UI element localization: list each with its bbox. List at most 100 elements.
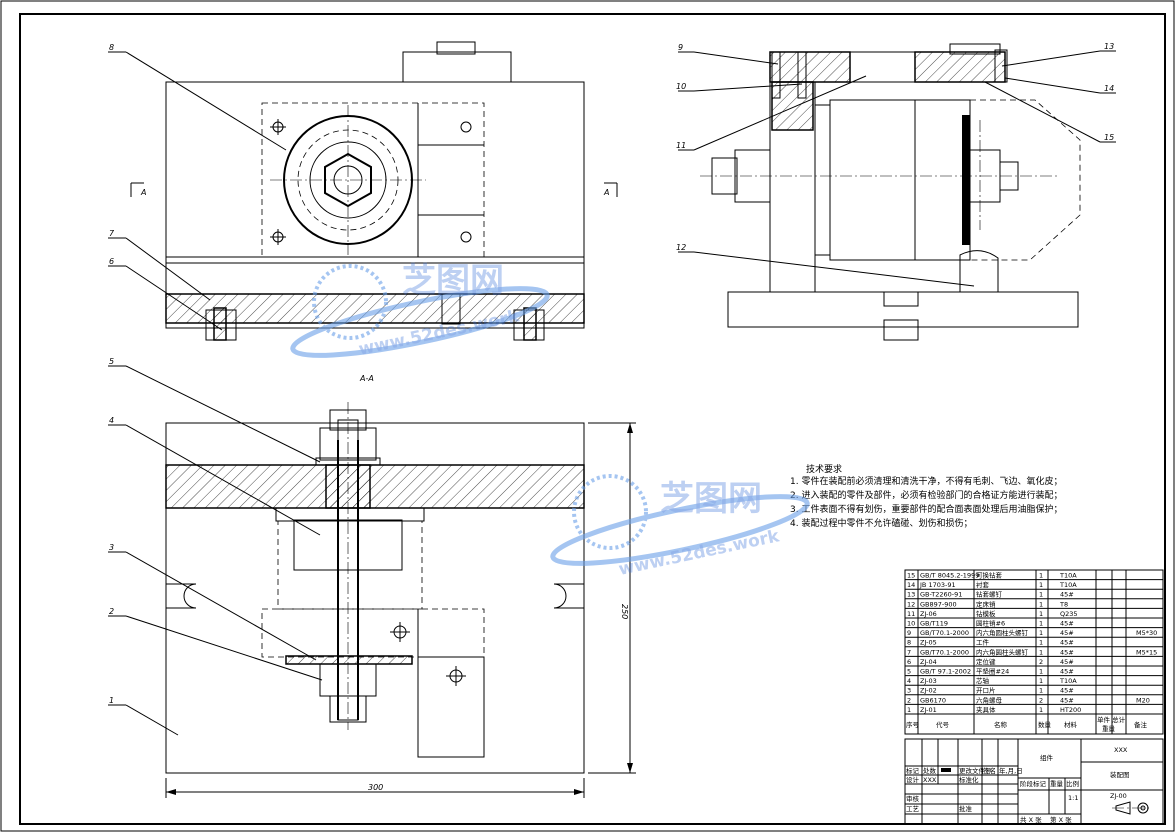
- bom-code: ZJ-05: [920, 639, 937, 647]
- bom-material: 45#: [1060, 639, 1074, 647]
- bom-material: T8: [1059, 600, 1068, 608]
- bom-code: ZJ-06: [920, 610, 937, 618]
- bom-name: 开口片: [976, 686, 996, 695]
- bom-qty: 1: [1039, 591, 1043, 599]
- bom-material: T10A: [1059, 581, 1077, 589]
- tb-weight: 重量: [1050, 780, 1064, 788]
- bom-qty: 1: [1039, 687, 1043, 695]
- bom-no: 7: [907, 648, 911, 656]
- watermark-brand-top: 芝图网: [402, 261, 504, 301]
- bom-qty: 1: [1039, 668, 1043, 676]
- bom-qty: 1: [1039, 639, 1043, 647]
- bom-code: ZJ-01: [920, 706, 937, 714]
- bom-qty: 1: [1039, 600, 1043, 608]
- bom-qty: 1: [1039, 581, 1043, 589]
- bom-name: 定位键: [976, 657, 996, 666]
- bom-name: 夹具体: [976, 705, 996, 714]
- bom-header-name: 名称: [994, 720, 1008, 729]
- tb-ratio: 比例: [1066, 779, 1079, 788]
- bom-material: T10A: [1059, 677, 1077, 685]
- bom-no: 9: [907, 629, 911, 637]
- bom-name: 圆柱销#6: [976, 619, 1005, 628]
- watermark-middle: 芝图网 www.52des.work: [550, 474, 810, 580]
- bom-code: GB/T70.1-2000: [920, 629, 969, 637]
- tb-qty: 处数: [923, 766, 937, 775]
- section-marker-right: A: [603, 188, 609, 197]
- bom-code: GB/T70.1-2000: [920, 648, 969, 656]
- part-label-13: 13: [1104, 42, 1114, 51]
- bom-no: 10: [907, 620, 915, 628]
- bom-header-qty: 数量: [1038, 720, 1052, 729]
- part-label-14: 14: [1104, 84, 1114, 93]
- bom-no: 15: [907, 572, 915, 580]
- bom-header-weight2: 重量: [1102, 725, 1116, 733]
- bom-code: ZJ-03: [920, 677, 937, 685]
- tb-craft: 工艺: [906, 805, 920, 813]
- bom-note: M5*15: [1136, 648, 1157, 656]
- part-label-4: 4: [109, 416, 114, 425]
- tech-requirement-1: 1. 零件在装配前必须清理和清洗干净，不得有毛刺、飞边、氧化皮；: [790, 475, 1062, 487]
- bom-code: GB6170: [920, 696, 946, 704]
- inner-border: [19, 13, 1166, 825]
- part-label-2: 2: [109, 607, 114, 616]
- part-label-10: 10: [676, 82, 686, 91]
- bom-material: HT200: [1060, 706, 1081, 714]
- tb-sheet2: 第 X 张: [1050, 815, 1072, 824]
- bom-material: 45#: [1060, 687, 1074, 695]
- front-view: 300 250: [165, 402, 636, 798]
- bom-qty: 1: [1039, 620, 1043, 628]
- tech-requirement-4: 4. 装配过程中零件不允许磕碰、划伤和损伤；: [790, 517, 972, 529]
- side-view: [700, 43, 1081, 341]
- tech-requirement-2: 2. 进入装配的零件及部件，必须有检验部门的合格证方能进行装配；: [790, 489, 1062, 501]
- tech-requirements-title: 技术要求: [806, 463, 842, 475]
- tb-assembly: 组件: [1040, 753, 1054, 762]
- tb-date: 年,月,日: [999, 766, 1023, 775]
- bom-material: Q235: [1060, 610, 1078, 618]
- tb-sheet: 共 X 张: [1020, 815, 1042, 824]
- bom-qty: 2: [1039, 696, 1043, 704]
- bom-header-note: 备注: [1134, 720, 1148, 729]
- part-label-7: 7: [109, 229, 115, 238]
- bom-name: 内六角圆柱头螺钉: [976, 628, 1029, 637]
- bom-no: 1: [907, 706, 911, 714]
- bom-no: 5: [907, 668, 911, 676]
- bom-material: 45#: [1060, 668, 1074, 676]
- bom-no: 3: [907, 687, 911, 695]
- bom-code: GB-T2260-91: [920, 591, 962, 599]
- bom-name: 芯轴: [976, 676, 990, 685]
- bom-header-code: 代号: [936, 720, 950, 729]
- bom-qty: 2: [1039, 658, 1043, 666]
- bom-name: 钻套螺钉: [976, 590, 1003, 599]
- part-label-8: 8: [109, 43, 114, 52]
- bom-material: 45#: [1060, 629, 1074, 637]
- bom-name: 六角螺母: [976, 695, 1003, 704]
- bom-no: 6: [907, 658, 911, 666]
- tech-requirements: 技术要求 1. 零件在装配前必须清理和清洗干净，不得有毛刺、飞边、氧化皮； 2.…: [790, 463, 1062, 529]
- bom-code: ZJ-02: [920, 687, 937, 695]
- watermark-brand-middle: 芝图网: [660, 479, 762, 519]
- bom-code: GB897-900: [920, 600, 957, 608]
- dimension-height: 250: [620, 604, 629, 619]
- bom-note: M5*30: [1136, 629, 1157, 637]
- bom-no: 2: [907, 696, 911, 704]
- part-label-6: 6: [109, 257, 114, 266]
- bom-header-material: 材料: [1064, 720, 1078, 729]
- bom-material: 45#: [1060, 591, 1074, 599]
- part-leaders: 8 7 6 5 4 3 2 1 9 10 11 12 13 14 15: [108, 42, 1116, 736]
- tb-scale: 1:1: [1068, 794, 1078, 802]
- bom-name: 钻模板: [976, 609, 996, 618]
- bom-code: GB/T 8045.2-1999: [920, 572, 979, 580]
- bom-qty: 1: [1039, 648, 1043, 656]
- part-label-5: 5: [109, 357, 114, 366]
- bom-material: T10A: [1059, 572, 1077, 580]
- tb-sign: 签名: [983, 766, 996, 775]
- bom-no: 4: [907, 677, 911, 685]
- bom-material: 45#: [1060, 696, 1074, 704]
- tb-designer-name: XXX: [923, 776, 937, 784]
- tb-drawing-no: ZJ-00: [1110, 792, 1127, 800]
- part-label-12: 12: [676, 243, 686, 252]
- bom-name: 可换钻套: [976, 571, 1003, 580]
- bom-material: 45#: [1060, 620, 1074, 628]
